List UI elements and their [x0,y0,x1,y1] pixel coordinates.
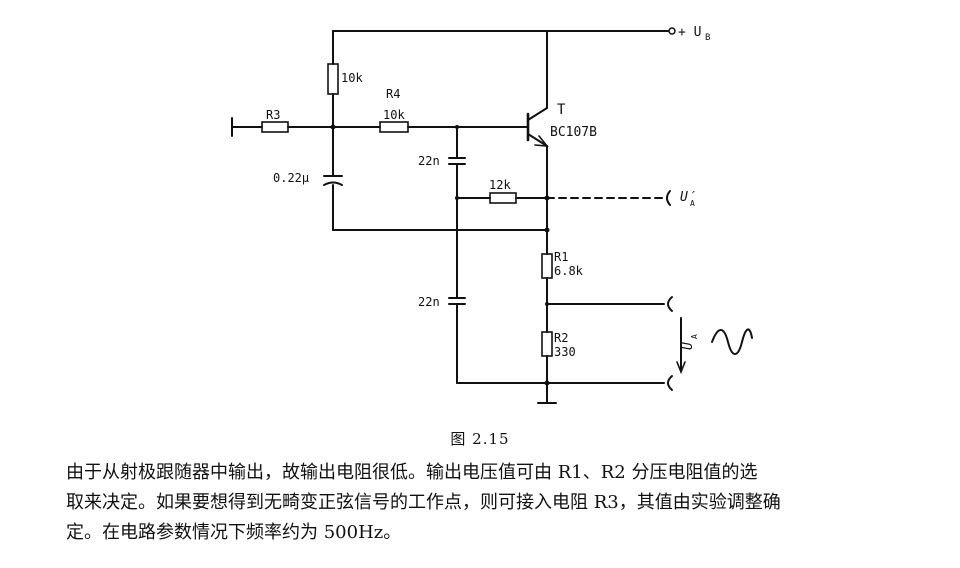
c1-label: 22n [418,154,440,168]
figure-caption: 图 2.15 [450,430,510,448]
output-upper-terminal [667,296,673,312]
resistor-12k-label: 12k [489,178,511,192]
r2-label: R2 [554,331,568,345]
paragraph-line: 定。在电路参数情况下频率约为 500Hz。 [66,522,402,543]
r3-label: R3 [266,108,280,122]
resistor-10k-top [327,63,339,95]
output-prime-subscript: A [690,199,695,208]
output-label: U [681,342,696,350]
transistor-name: T [557,102,566,118]
r2-value: 330 [554,345,576,359]
supply-label: + U [678,25,701,40]
supply-subscript: B [705,33,710,43]
r4-label: R4 [386,87,400,101]
output-prime-label: U′ [680,190,696,205]
transistor-emitter [527,133,548,147]
output-lower-terminal [667,375,673,391]
sine-wave-icon [711,328,753,355]
resistor-r2 [541,331,553,357]
resistor-12k [489,192,517,204]
resistor-r1 [541,253,553,279]
r1-label: R1 [554,250,568,264]
emitter-arrow [534,135,549,147]
resistor-r4 [379,121,409,133]
output-subscript: A [690,334,699,339]
transistor-collector [527,107,548,121]
junction-emitter-cap [544,227,550,233]
resistor-10k-top-label: 10k [341,71,363,85]
output-prime-terminal [666,190,671,206]
cap-bias-plate-2 [323,181,343,186]
paragraph-line: 由于从射极跟随器中输出，故输出电阻很低。输出电压值可由 R1、R2 分压电阻值的… [66,462,758,483]
junction-ground [544,380,550,386]
output-arrow-head [676,361,686,375]
transistor-type: BC107B [550,125,597,140]
resistor-r3 [261,121,289,133]
paragraph-line: 取来决定。如果要想得到无畸变正弦信号的工作点，则可接入电阻 R3，其值由实验调整… [66,492,781,513]
cap-bias-label: 0.22μ [273,171,309,185]
r4-value: 10k [383,108,405,122]
c2-label: 22n [418,295,440,309]
r1-value: 6.8k [554,264,584,278]
supply-terminal [668,27,676,35]
description-paragraph: 由于从射极跟随器中输出，故输出电阻很低。输出电压值可由 R1、R2 分压电阻值的… [66,458,926,548]
